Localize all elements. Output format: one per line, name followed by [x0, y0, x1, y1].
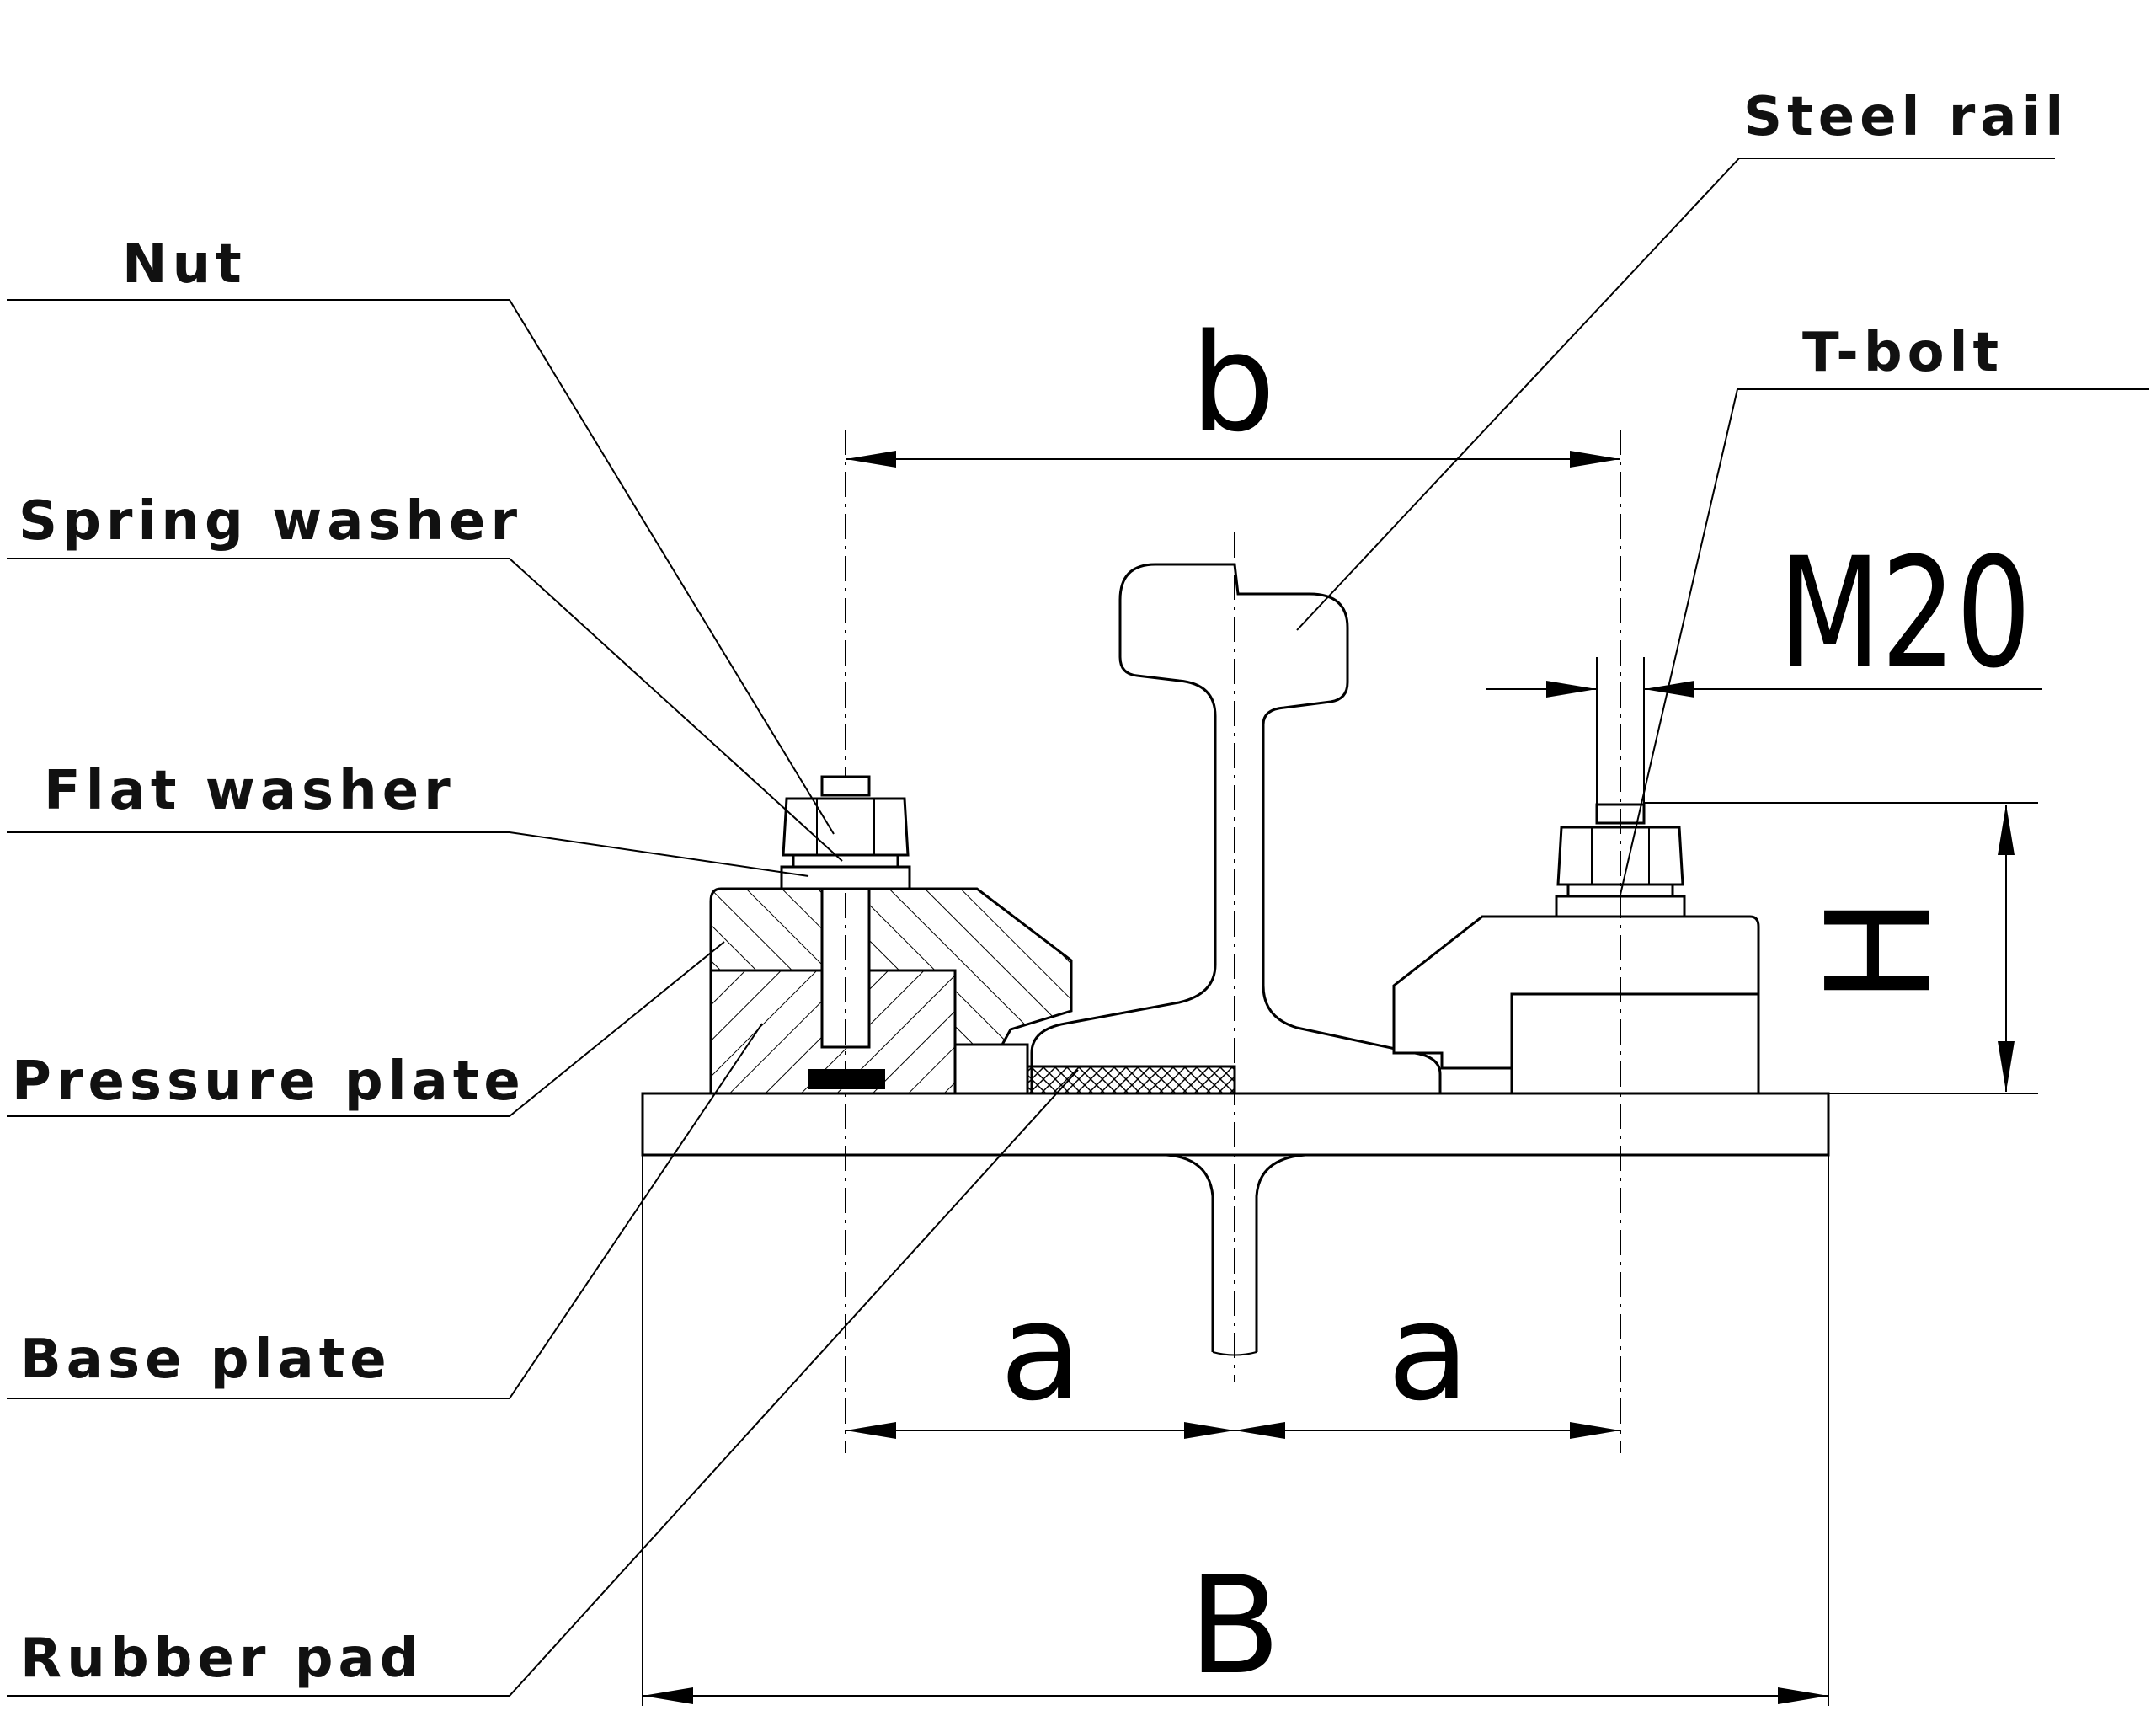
label-steel-rail: Steel rail — [1743, 86, 2068, 148]
left-spring-washer — [792, 853, 899, 869]
left-flat-washer — [780, 865, 911, 890]
dimension-M20: M20 — [1486, 526, 2042, 809]
dimension-B: B — [643, 1547, 1828, 1704]
left-clamp-assembly — [709, 430, 1073, 1453]
left-nut — [782, 775, 910, 857]
dimension-B-label: B — [1188, 1547, 1281, 1704]
dimension-a-left-label: a — [1000, 1273, 1082, 1430]
label-rubber-pad: Rubber pad — [20, 1628, 424, 1690]
dimension-a-left: a — [846, 1273, 1235, 1439]
dimension-b: b — [846, 304, 1620, 468]
dimension-a-right: a — [1235, 1273, 1620, 1439]
label-base-plate: Base plate — [20, 1328, 392, 1391]
dimension-M20-label: M20 — [1779, 526, 2031, 703]
dimension-b-label: b — [1190, 304, 1276, 462]
dimension-a-right-label: a — [1387, 1273, 1470, 1430]
label-nut: Nut — [122, 233, 247, 296]
leader-lines — [7, 158, 2149, 1697]
dimension-H: H — [1644, 802, 2038, 1094]
label-t-bolt: T-bolt — [1802, 322, 2004, 384]
right-clamp-assembly — [1392, 915, 1760, 1095]
rubber-pad — [1026, 1065, 1236, 1095]
label-pressure-plate: Pressure plate — [12, 1050, 526, 1113]
label-flat-washer: Flat washer — [44, 760, 456, 822]
steel-rail — [1030, 532, 1442, 1382]
dimension-H-label: H — [1796, 896, 1963, 1004]
rail-lower-profile — [642, 1153, 1829, 1706]
label-spring-washer: Spring washer — [19, 490, 522, 553]
